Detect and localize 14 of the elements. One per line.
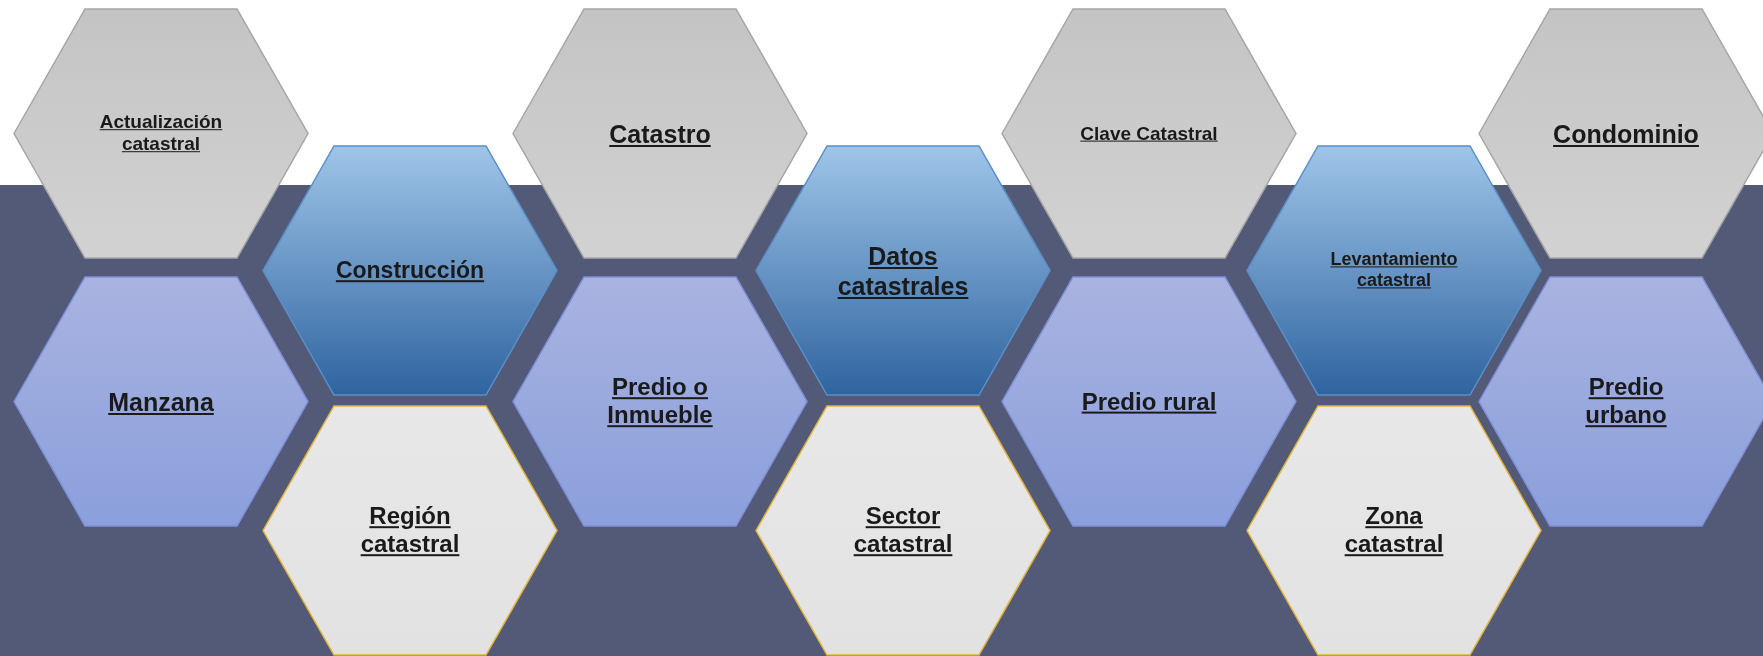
term-link: Sector catastral bbox=[852, 501, 954, 560]
term-link: Construcción bbox=[335, 256, 485, 285]
term-link: Región catastral bbox=[359, 501, 461, 560]
term-link: Predio rural bbox=[1081, 387, 1217, 416]
term-link: Datos catastrales bbox=[836, 240, 970, 301]
term-link: Levantamiento catastral bbox=[1329, 248, 1459, 293]
term-link: Catastro bbox=[609, 118, 711, 149]
term-link: Predio urbano bbox=[1584, 372, 1668, 431]
term-link: Manzana bbox=[108, 386, 214, 417]
term-link: Predio o Inmueble bbox=[606, 372, 714, 431]
term-link: Zona catastral bbox=[1343, 501, 1445, 560]
term-link: Condominio bbox=[1553, 118, 1699, 149]
term-link: Clave Catastral bbox=[1080, 122, 1218, 145]
term-link: Actualización catastral bbox=[98, 110, 224, 157]
